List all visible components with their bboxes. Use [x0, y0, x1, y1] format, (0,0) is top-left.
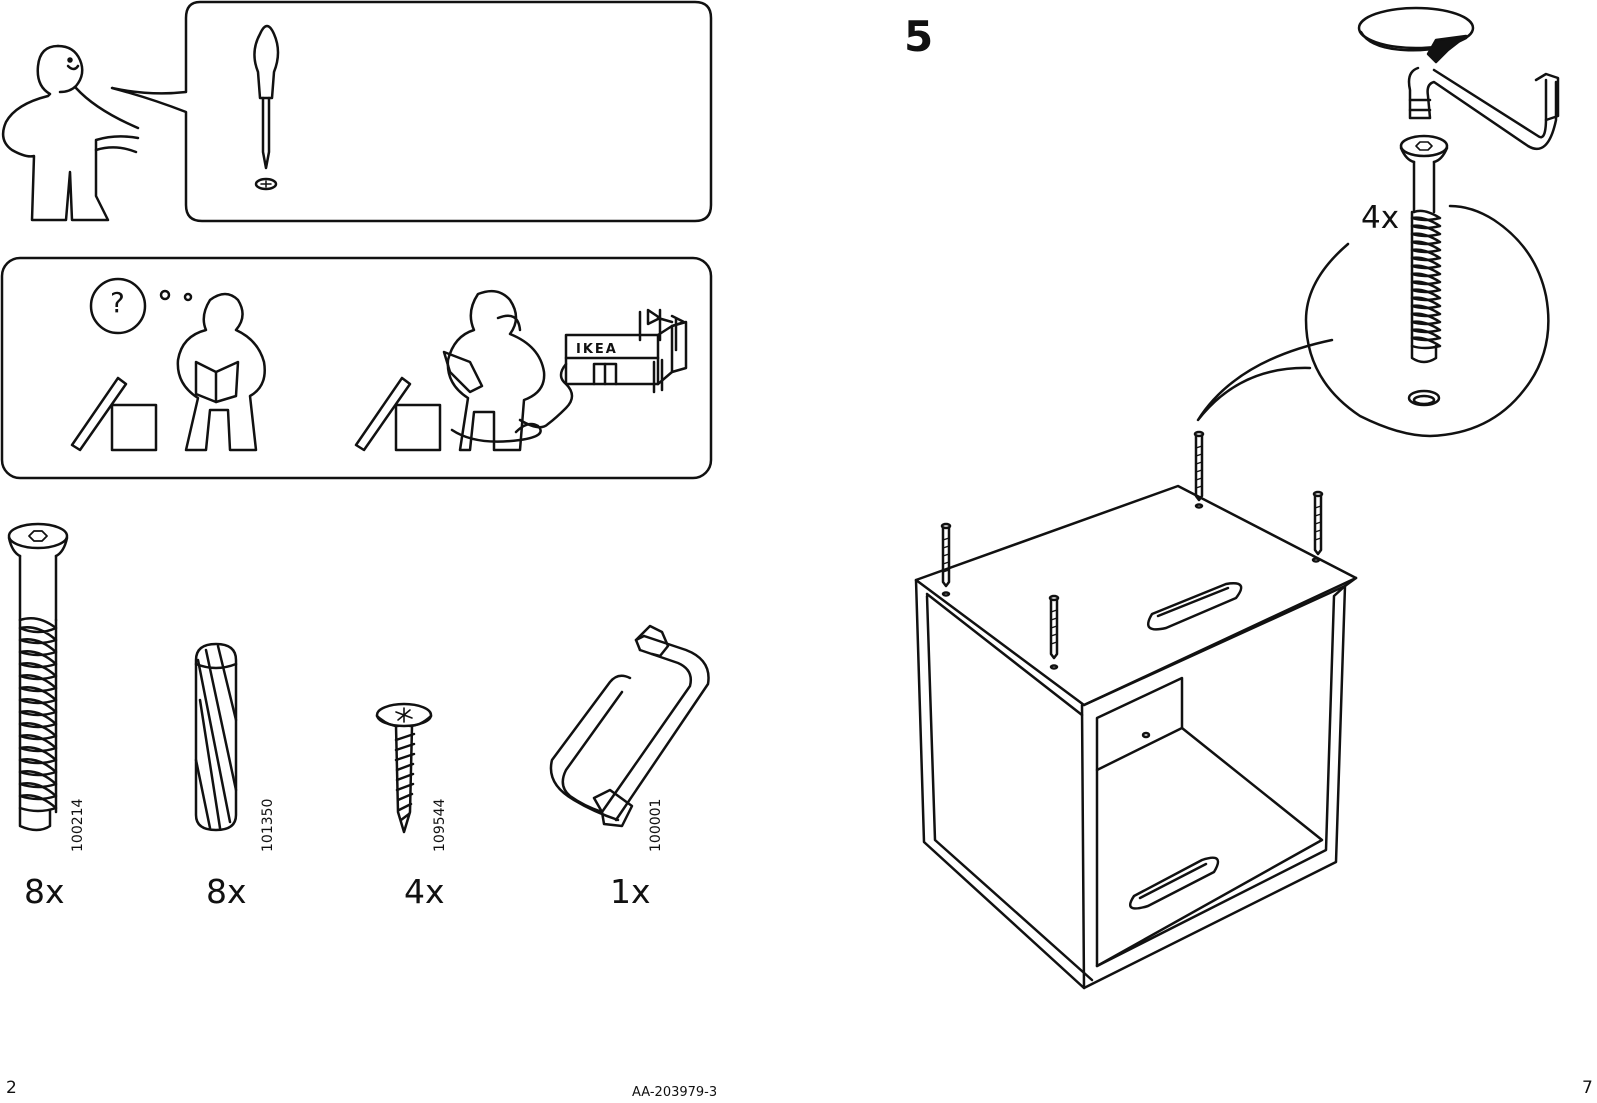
document-id: AA-203979-3 — [632, 1085, 718, 1100]
allen-key-icon — [549, 624, 710, 828]
part-quantity: 4x — [404, 872, 445, 911]
help-panel — [0, 256, 713, 480]
bolt-3-icon — [1311, 490, 1324, 563]
step-number: 5 — [904, 12, 934, 61]
left-page-number: 2 — [6, 1078, 17, 1098]
phillips-screwdriver-icon — [253, 24, 280, 191]
detail-callout-bubble — [1196, 204, 1550, 438]
right-page-number: 7 — [1582, 1078, 1593, 1098]
detail-quantity: 4x — [1358, 200, 1403, 236]
bolt-4-icon — [1048, 594, 1060, 670]
wooden-dowel-icon — [194, 642, 238, 832]
part-code: 100001 — [648, 798, 664, 852]
part-quantity: 1x — [610, 872, 651, 911]
part-quantity: 8x — [206, 872, 247, 911]
cam-bolt-icon — [7, 522, 69, 832]
part-code: 101350 — [260, 798, 276, 852]
ikea-sign-text: IKEA — [576, 342, 618, 357]
part-code: 109544 — [432, 798, 448, 852]
cam-bolt-detail-icon — [1399, 134, 1449, 407]
wood-screw-icon — [375, 702, 433, 834]
phoning-man-icon — [354, 289, 574, 452]
confused-man-icon — [70, 277, 266, 452]
rotation-arrow-icon — [1357, 6, 1475, 64]
part-quantity: 8x — [24, 872, 65, 911]
bolt-2-icon — [940, 522, 952, 597]
bolt-1-icon — [1193, 430, 1205, 509]
ikea-store-icon: IKEA — [564, 308, 688, 394]
cabinet-box-icon — [914, 484, 1358, 990]
assembly-man-icon — [1, 44, 140, 222]
question-mark: ? — [110, 286, 125, 319]
allen-key-detail-icon — [1407, 66, 1560, 151]
part-code: 100214 — [70, 798, 86, 852]
tools-panel — [110, 0, 713, 223]
